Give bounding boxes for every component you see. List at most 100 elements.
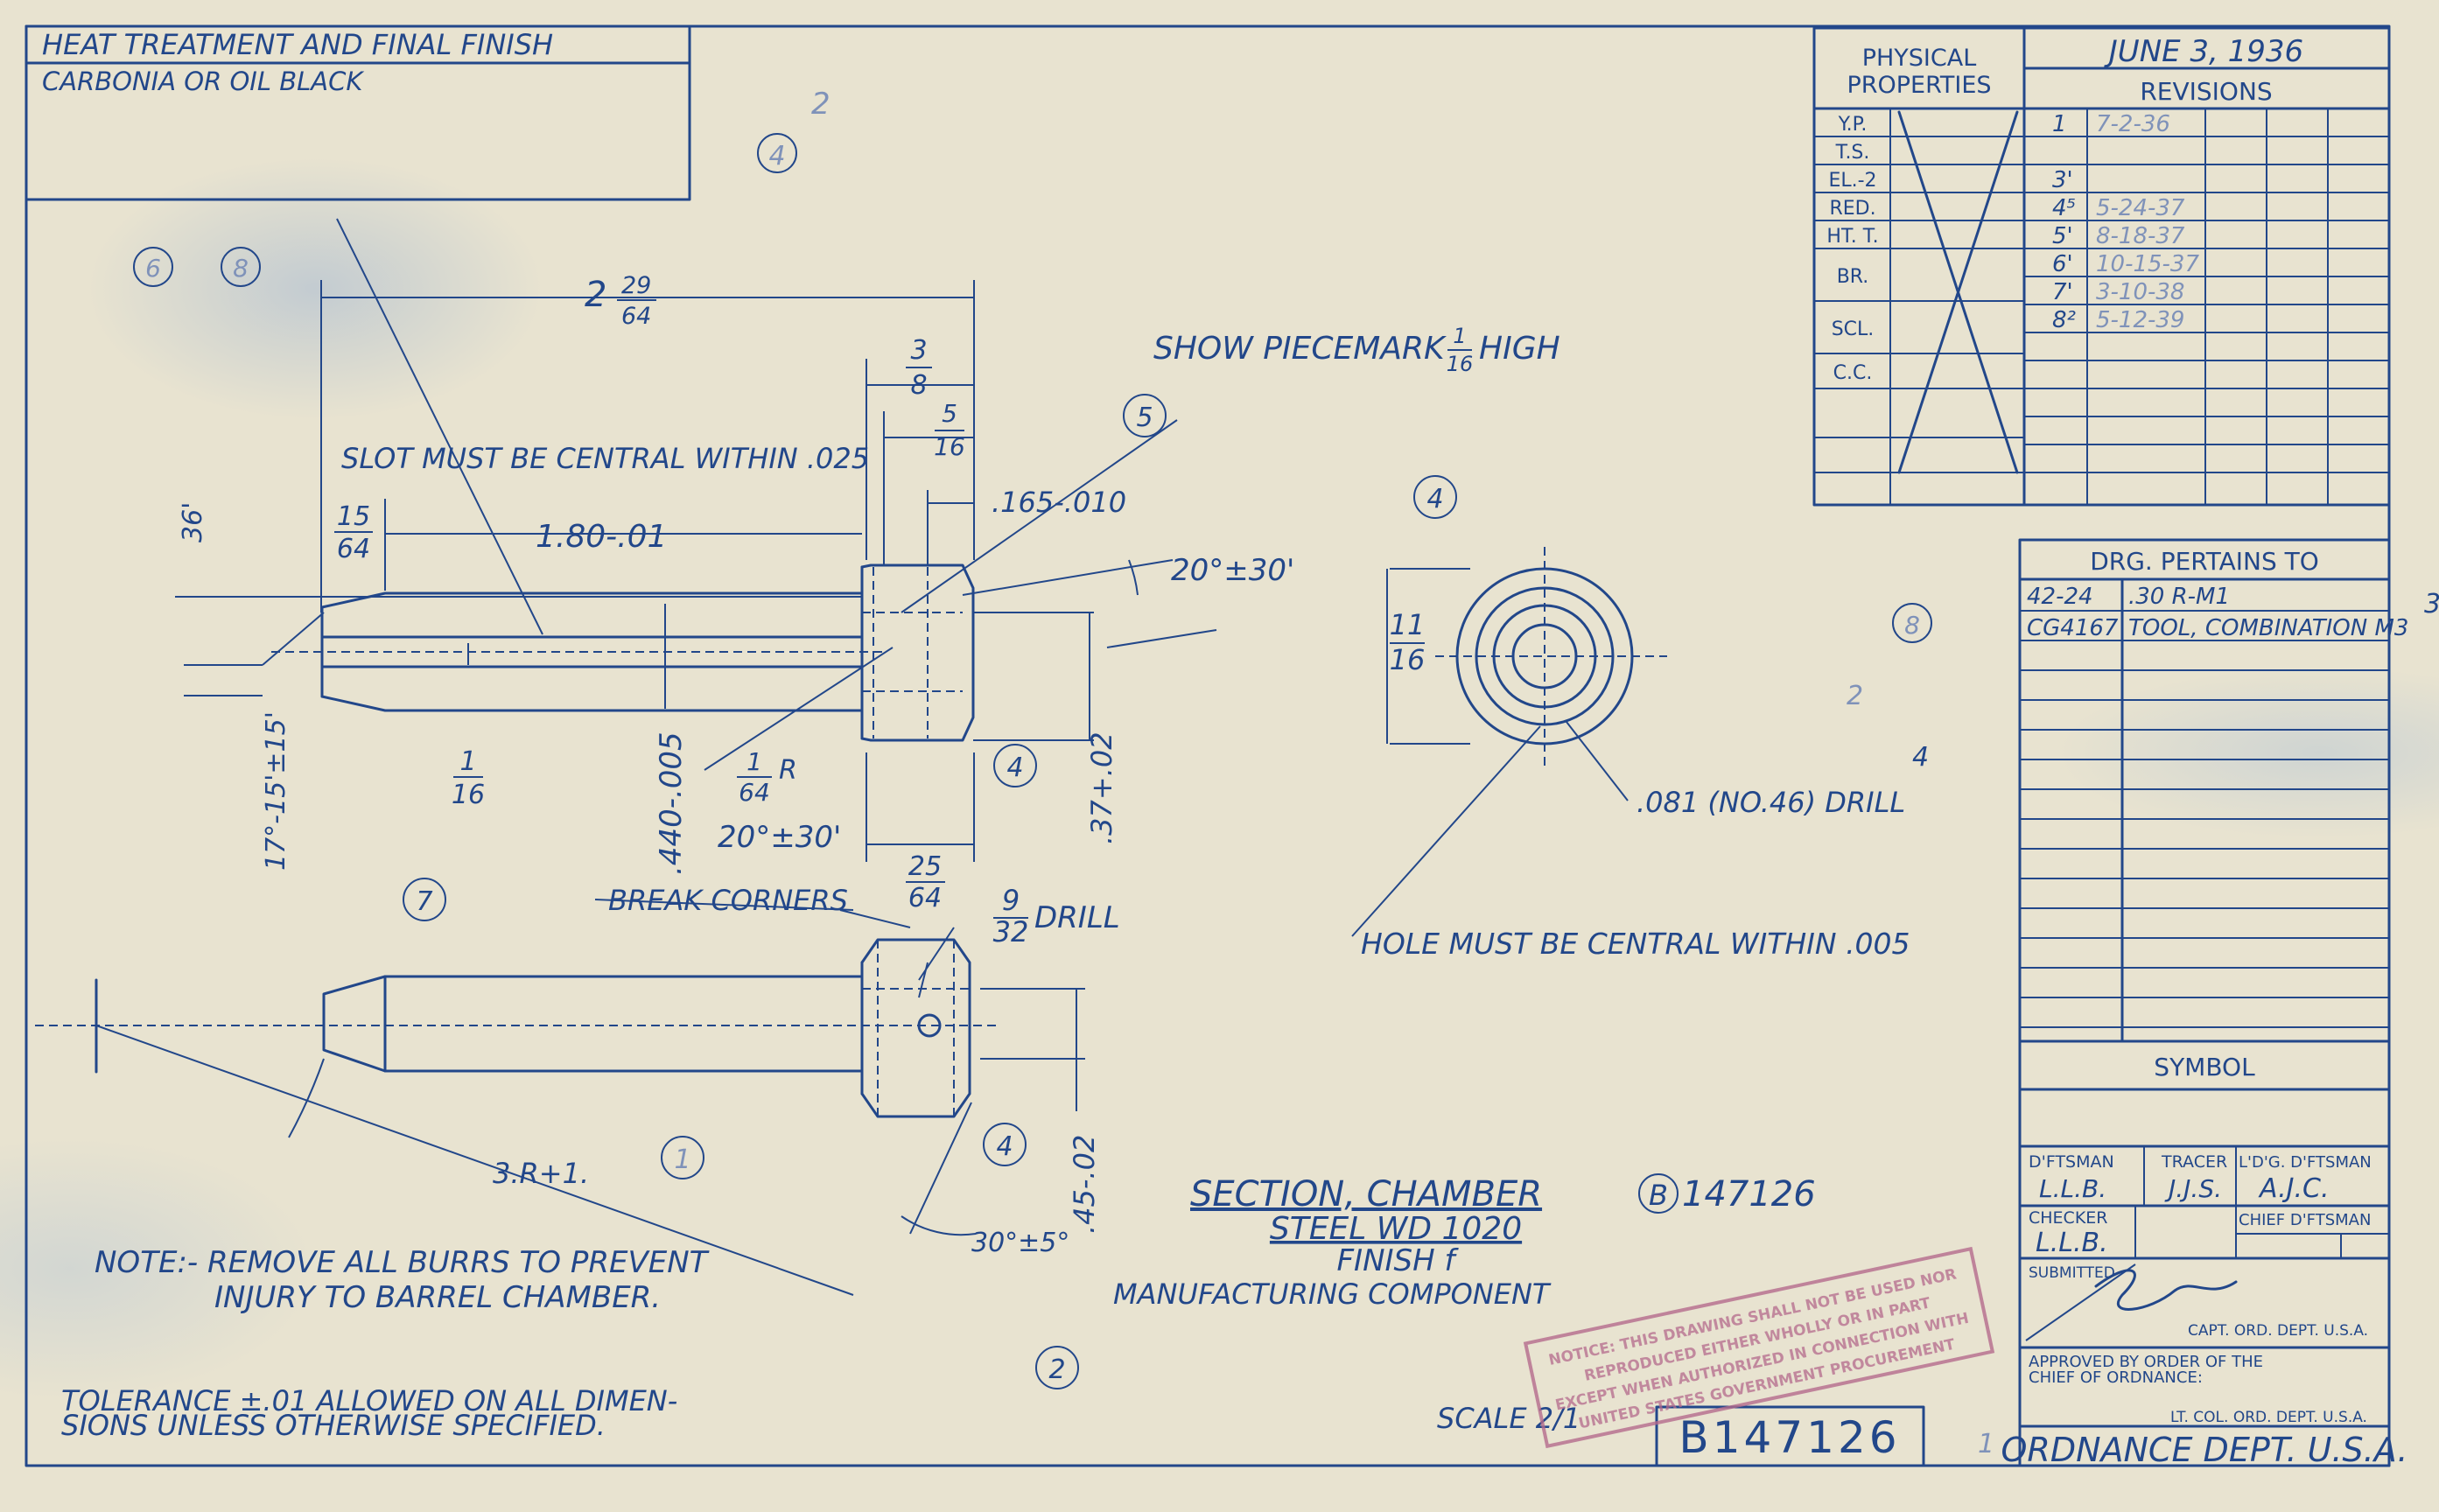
dim-r-den: 64 bbox=[739, 778, 770, 807]
heat-treatment-header: HEAT TREATMENT AND FINAL FINISH bbox=[42, 28, 553, 61]
balloon-4-top: 4 bbox=[768, 141, 785, 172]
part-id-circle: B bbox=[1649, 1179, 1668, 1212]
dim-angle-36: 36' bbox=[178, 502, 208, 542]
submitted-rank: CAPT. ORD. DEPT. U.S.A. bbox=[2188, 1322, 2368, 1340]
tracer-label: TRACER bbox=[2161, 1152, 2227, 1172]
pertains-code: 42-24 bbox=[2027, 584, 2093, 610]
revision-date: 7-2-36 bbox=[2096, 111, 2170, 137]
checker-label: CHECKER bbox=[2029, 1208, 2108, 1228]
dim-45: .45-.02 bbox=[1068, 1135, 1101, 1234]
plan-view bbox=[35, 938, 998, 1118]
pertains-item: .30 R-M1 bbox=[2128, 584, 2230, 610]
balloon-2-bottom: 2 bbox=[1048, 1354, 1065, 1385]
dim-head-num: 3 bbox=[910, 335, 927, 366]
dim-r-num: 1 bbox=[746, 747, 762, 776]
draftsman-initials: L.L.B. bbox=[2039, 1174, 2106, 1203]
property-label: T.S. bbox=[1835, 142, 1870, 164]
dim-9-num: 9 bbox=[1002, 884, 1020, 917]
note-tolerance-2: SIONS UNLESS OTHERWISE SPECIFIED. bbox=[61, 1409, 606, 1442]
draftsman-label: D'FTSMAN bbox=[2029, 1152, 2114, 1172]
balloon-8-right: 8 bbox=[1904, 611, 1920, 640]
piecemark-den: 16 bbox=[1447, 352, 1474, 376]
part-id-number: 147126 bbox=[1682, 1174, 1816, 1214]
submitted-label: SUBMITTED bbox=[2029, 1264, 2115, 1282]
pertains-header: DRG. PERTAINS TO bbox=[2090, 547, 2319, 576]
balloon-2-top: 2 bbox=[811, 87, 831, 122]
balloon-2-right: 2 bbox=[1847, 681, 1863, 711]
dim-15-num: 15 bbox=[337, 501, 370, 532]
part-material: STEEL WD 1020 bbox=[1270, 1211, 1522, 1247]
dim-angle-20b: 20°±30' bbox=[718, 820, 841, 855]
revision-date: 8-18-37 bbox=[2096, 223, 2185, 249]
balloon-5: 5 bbox=[1136, 402, 1153, 433]
balloon-1: 1 bbox=[674, 1144, 690, 1175]
dim-head2-den: 16 bbox=[934, 432, 965, 461]
sheet-mark: 1 bbox=[1978, 1429, 1994, 1460]
symbol-label: SYMBOL bbox=[2154, 1053, 2255, 1082]
chief-draftsman-label: CHIEF D'FTSMAN bbox=[2239, 1211, 2371, 1229]
revision-number: 6' bbox=[2052, 251, 2073, 277]
department-label: ORDNANCE DEPT. U.S.A. bbox=[2001, 1431, 2408, 1469]
note-hole-central: HOLE MUST BE CENTRAL WITHIN .005 bbox=[1361, 927, 1910, 961]
drawing-date: JUNE 3, 1936 bbox=[2104, 34, 2303, 69]
lead-draftsman-initials: A.J.C. bbox=[2258, 1173, 2329, 1204]
revision-number: 3' bbox=[2052, 167, 2073, 193]
dim-9-den: 32 bbox=[993, 915, 1029, 948]
dim-440: .440-.005 bbox=[654, 732, 689, 875]
approved-label-2: CHIEF OF ORDNANCE: bbox=[2029, 1368, 2203, 1387]
dim-head-den: 8 bbox=[910, 370, 927, 401]
side-view bbox=[271, 564, 975, 742]
checker-initials: L.L.B. bbox=[2036, 1228, 2108, 1258]
note-burrs-1: NOTE:- REMOVE ALL BURRS TO PREVENT bbox=[95, 1245, 710, 1280]
revision-number: 8² bbox=[2052, 307, 2076, 333]
drawing-number-box: B147126 1 bbox=[1655, 1405, 1994, 1467]
dim-angle-30: 30°±5° bbox=[971, 1228, 1069, 1258]
part-finish: FINISH f bbox=[1337, 1243, 1460, 1278]
dim-angle-20a: 20°±30' bbox=[1171, 553, 1294, 588]
physical-properties-header-2: PROPERTIES bbox=[1847, 72, 1991, 99]
property-label: BR. bbox=[1837, 266, 1869, 288]
dim-r-suffix: R bbox=[779, 755, 797, 786]
submitted-signature bbox=[2094, 1269, 2238, 1311]
approved-label-1: APPROVED BY ORDER OF THE bbox=[2029, 1353, 2263, 1371]
pertains-code: CG4167 bbox=[2027, 615, 2119, 641]
piecemark-num: 1 bbox=[1453, 324, 1466, 348]
dim-slot-num: 1 bbox=[459, 746, 476, 777]
lead-draftsman-label: L'D'G. D'FTSMAN bbox=[2239, 1153, 2372, 1172]
dim-11-den: 16 bbox=[1390, 643, 1426, 676]
revision-number: 4⁵ bbox=[2052, 195, 2076, 221]
pertains-item: TOOL, COMBINATION M3 bbox=[2128, 615, 2408, 641]
dim-180: 1.80-.01 bbox=[536, 519, 667, 555]
revision-number: 7' bbox=[2052, 279, 2073, 305]
note-drill-081: .081 (NO.46) DRILL bbox=[1637, 786, 1905, 819]
balloons: 2 4 6 8 5 4 7 1 4 2 4 8 2 4 3 bbox=[133, 87, 2439, 1390]
notes: SHOW PIECEMARK 1 16 HIGH BREAK CORNERS .… bbox=[61, 324, 1910, 1442]
revision-number: 5' bbox=[2052, 223, 2073, 249]
dim-165: .165-.010 bbox=[992, 486, 1126, 519]
balloon-6: 6 bbox=[145, 254, 161, 283]
balloon-4-plan: 4 bbox=[996, 1131, 1013, 1162]
revision-date: 3-10-38 bbox=[2096, 279, 2184, 305]
property-label: HT. T. bbox=[1826, 226, 1878, 248]
dim-head2-num: 5 bbox=[942, 399, 957, 428]
revision-date: 5-24-37 bbox=[2096, 195, 2185, 221]
balloon-4-end: 4 bbox=[1426, 484, 1443, 514]
dim-r3: 3.R+1. bbox=[493, 1157, 589, 1190]
revisions-header: REVISIONS bbox=[2140, 77, 2272, 106]
dim-angle-17: 17°-15'±15' bbox=[261, 711, 291, 871]
dim-slot-den: 16 bbox=[452, 780, 485, 810]
property-label: RED. bbox=[1829, 198, 1875, 220]
property-label: Y.P. bbox=[1838, 114, 1868, 136]
note-show-piecemark: SHOW PIECEMARK bbox=[1153, 331, 1447, 367]
note-slot-central: SLOT MUST BE CENTRAL WITHIN .025 bbox=[341, 442, 869, 475]
note-burrs-2: INJURY TO BARREL CHAMBER. bbox=[214, 1280, 661, 1315]
part-title: SECTION, CHAMBER B 147126 STEEL WD 1020 … bbox=[1113, 1173, 1816, 1435]
note-tolerance-1: TOLERANCE ±.01 ALLOWED ON ALL DIMEN- bbox=[61, 1384, 677, 1418]
dimension-lines bbox=[95, 218, 1629, 1296]
note-piecemark-high: HIGH bbox=[1479, 331, 1560, 367]
revision-number: 1 bbox=[2052, 111, 2067, 137]
physical-properties-header-1: PHYSICAL bbox=[1862, 45, 1977, 72]
